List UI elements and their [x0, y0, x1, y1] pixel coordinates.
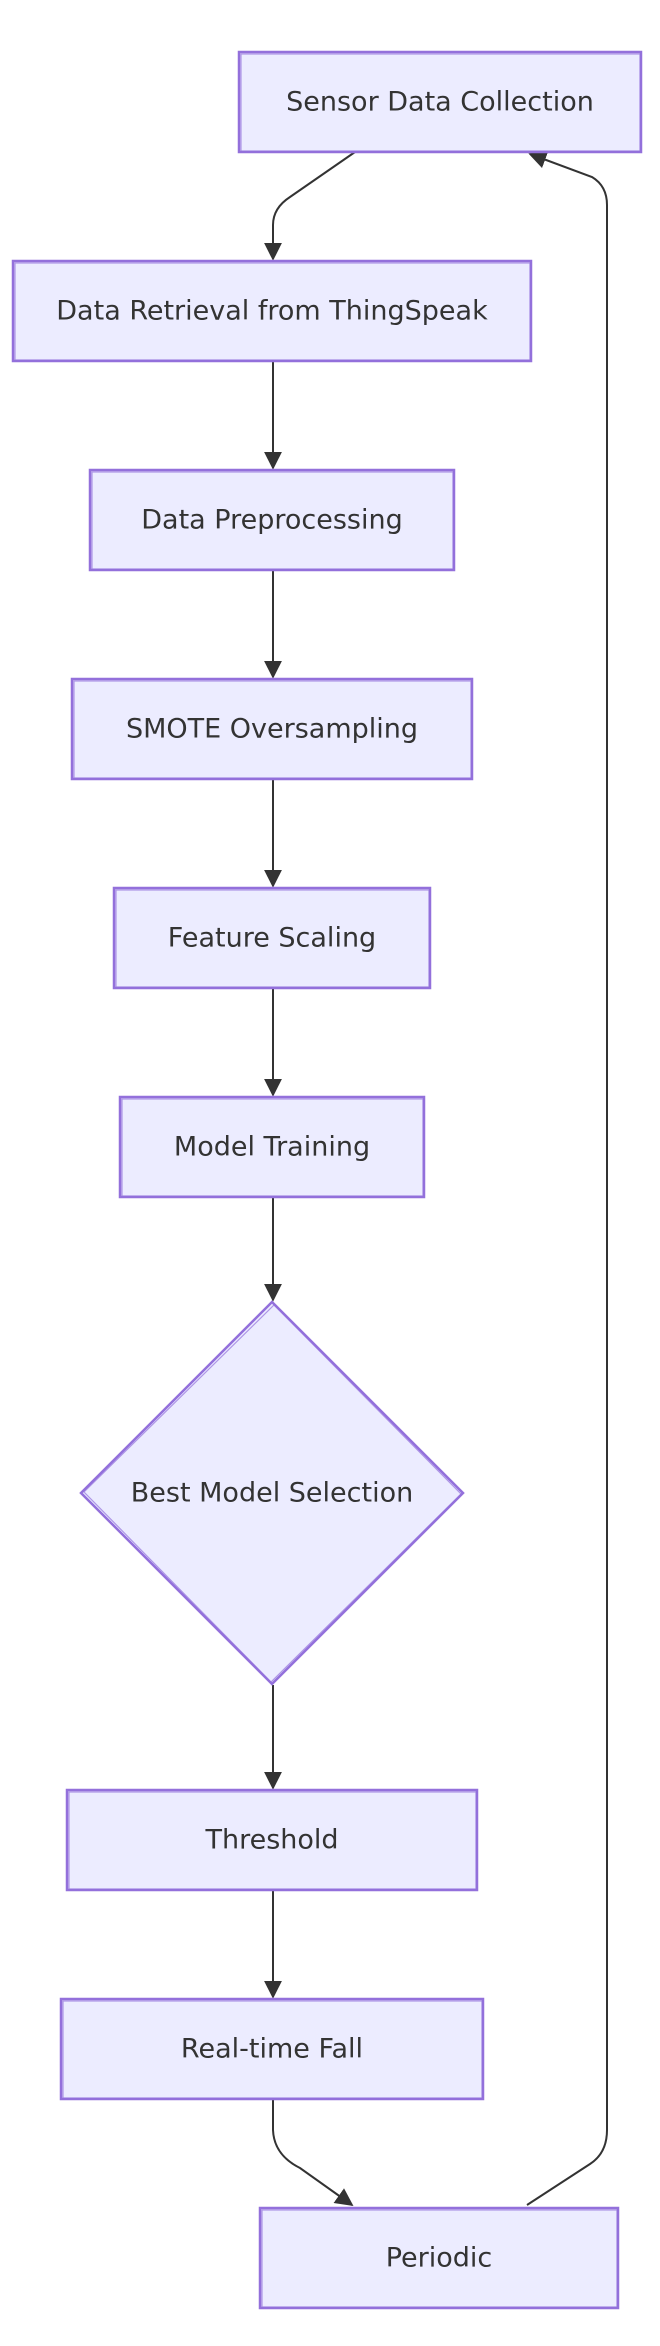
edges-layer — [264, 151, 608, 2207]
node-preprocessing[interactable]: Data Preprocessing — [88, 468, 456, 572]
process-box-shape — [118, 1095, 426, 1199]
process-box-sketch-outline — [73, 680, 472, 779]
node-label: Data Preprocessing — [141, 505, 402, 536]
node-threshold[interactable]: Threshold — [65, 1788, 479, 1892]
node-label: Threshold — [204, 1825, 338, 1856]
decision-sketch-outline — [83, 1304, 462, 1683]
node-periodic[interactable]: Periodic — [258, 2206, 620, 2310]
process-box-sketch-outline — [91, 471, 454, 570]
node-label: Best Model Selection — [131, 1478, 413, 1509]
edge-periodic-to-sensor — [526, 151, 608, 2206]
node-label: Feature Scaling — [168, 923, 376, 954]
decision-diamond-shape — [79, 1300, 465, 1686]
edge-sensor-to-retrieval — [264, 151, 356, 261]
process-box-sketch-outline — [68, 1791, 477, 1890]
node-label: Model Training — [174, 1132, 370, 1163]
process-box-shape — [88, 468, 456, 572]
node-selection[interactable]: Best Model Selection — [79, 1300, 465, 1686]
process-box-shape — [237, 50, 643, 154]
node-label: SMOTE Oversampling — [126, 714, 418, 745]
node-label: Periodic — [386, 2243, 493, 2274]
process-box-shape — [11, 259, 533, 363]
node-training[interactable]: Model Training — [118, 1095, 426, 1199]
edge-realtime-to-periodic — [272, 2099, 354, 2207]
node-scaling[interactable]: Feature Scaling — [112, 886, 432, 990]
node-smote[interactable]: SMOTE Oversampling — [70, 677, 474, 781]
node-retrieval[interactable]: Data Retrieval from ThingSpeak — [11, 259, 533, 363]
process-box-sketch-outline — [62, 2000, 483, 2099]
process-box-sketch-outline — [240, 53, 641, 152]
process-box-shape — [59, 1997, 485, 2101]
node-label: Data Retrieval from ThingSpeak — [56, 296, 488, 327]
process-box-shape — [65, 1788, 479, 1892]
process-box-sketch-outline — [14, 262, 531, 361]
process-box-sketch-outline — [121, 1098, 424, 1197]
node-realtime[interactable]: Real-time Fall — [59, 1997, 485, 2101]
process-box-sketch-outline — [115, 889, 430, 988]
node-label: Real-time Fall — [181, 2034, 363, 2065]
node-sensor[interactable]: Sensor Data Collection — [237, 50, 643, 154]
node-label: Sensor Data Collection — [286, 87, 594, 118]
process-box-shape — [258, 2206, 620, 2310]
process-box-shape — [70, 677, 474, 781]
process-box-sketch-outline — [261, 2209, 618, 2308]
process-box-shape — [112, 886, 432, 990]
